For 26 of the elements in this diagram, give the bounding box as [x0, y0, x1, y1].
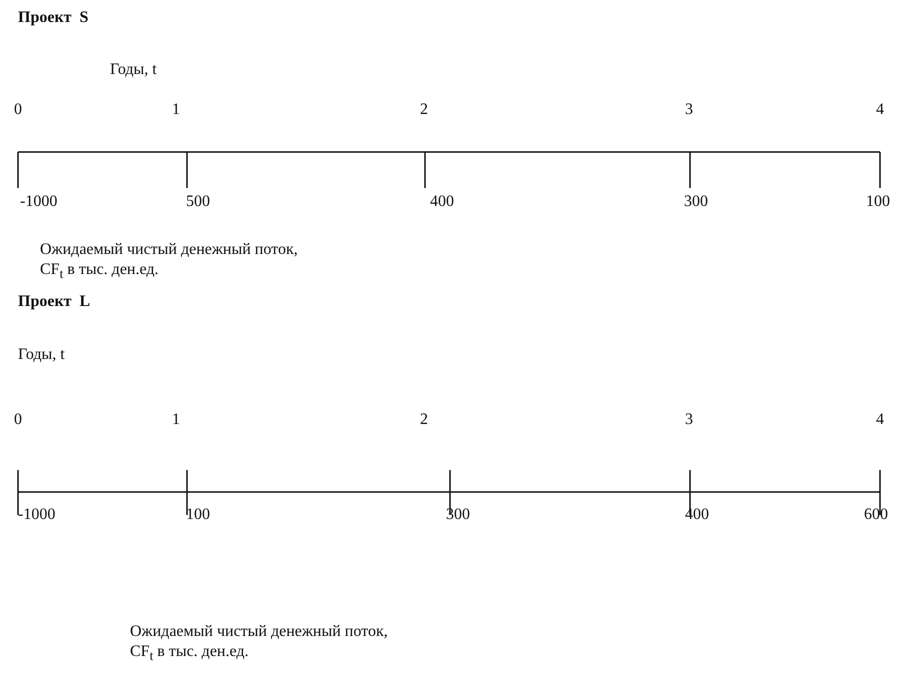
year-label: 1: [172, 100, 180, 120]
cash-flow-value: -1000: [18, 505, 56, 525]
cash-flow-value: 400: [685, 505, 709, 525]
axis-title: Годы, t: [110, 60, 157, 80]
heading: Проект S: [18, 8, 88, 28]
year-label: 4: [876, 410, 884, 430]
year-label: 1: [172, 410, 180, 430]
year-label: 0: [14, 100, 22, 120]
year-label: 2: [420, 410, 428, 430]
axis-caption: Ожидаемый чистый денежный поток, CF$_{t}$ в тыс. ден.ед.: [40, 240, 299, 284]
year-label: 0: [14, 410, 22, 430]
cash-flow-value: 100: [866, 192, 890, 212]
cash-flow-value: 400: [430, 192, 454, 212]
cash-flow-value: 500: [186, 192, 210, 212]
year-label: 4: [876, 100, 884, 120]
cash-flow-value: 100: [186, 505, 210, 525]
year-label: 3: [685, 100, 693, 120]
axis-title: Годы, t: [18, 345, 65, 365]
year-label: 3: [685, 410, 693, 430]
cash-flow-value: 600: [864, 505, 888, 525]
heading: Проект L: [18, 292, 90, 312]
year-label: 2: [420, 100, 428, 120]
cash-flow-value: 300: [684, 192, 708, 212]
cash-flow-value: -1000: [20, 192, 58, 212]
cash-flow-value: 300: [446, 505, 470, 525]
axis-caption: Ожидаемый чистый денежный поток, CF$_{t}$ в тыс. ден.ед.: [130, 622, 389, 666]
